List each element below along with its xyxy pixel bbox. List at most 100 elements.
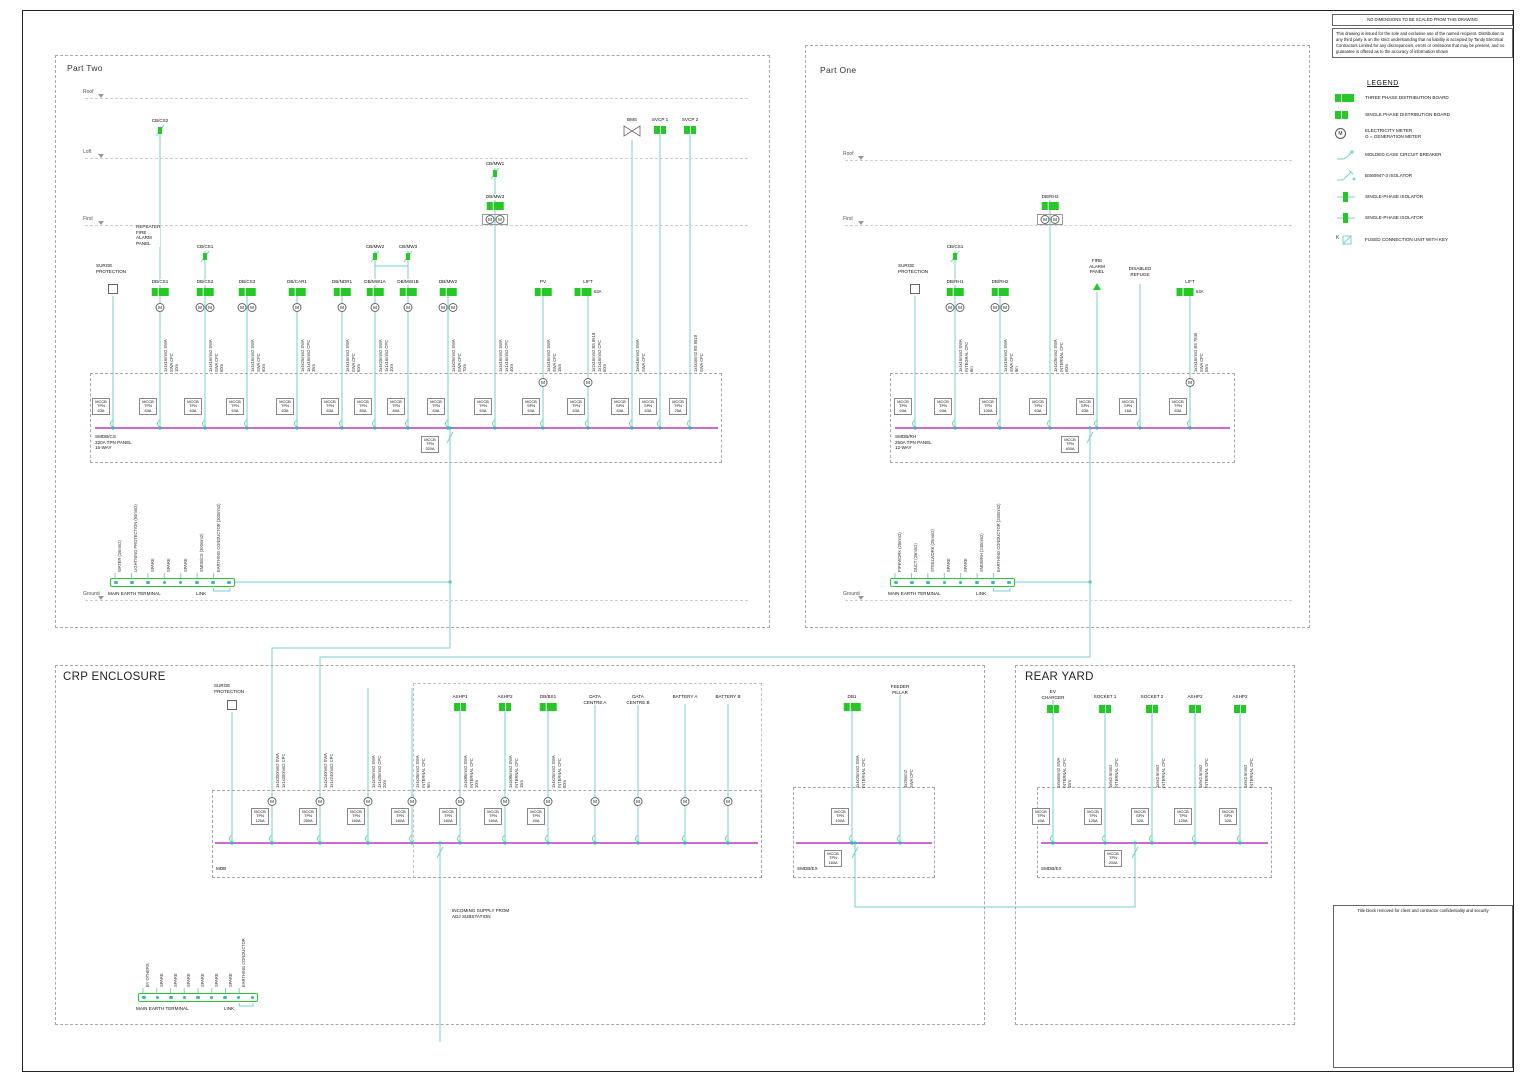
incomer-mccb-label: MCCB TPN 160A [824,850,842,868]
mccb-label: MCCB TPN 80A [387,398,405,416]
feeder-label: DB/MW2 [438,279,458,285]
meter-icon: M [403,303,413,312]
mccb-label: MCCB SPN 63A [1076,398,1094,416]
level-line [85,225,748,226]
legend-item-label: SINGLE-PHASE ISOLATOR [1365,193,1424,199]
earth-tail-label: EARTHING CONDUCTOR (240mm2) [995,503,1001,572]
mccb-label: MCCB TPN 63A [427,398,445,416]
surge-protection-icon [227,700,237,710]
meter-icon: M [455,797,465,806]
mccb-label: MCCB TPN 63A [894,398,912,416]
earth-tail-label: SPARE [962,558,968,572]
legend-title: LEGEND [1367,80,1399,87]
meter-icon: M [337,303,347,312]
meter-icon: M [407,797,417,806]
legend-item-label: THREE PHASE DISTRIBUTION BOARD [1365,95,1449,101]
level-label: Roof [83,89,94,95]
earth-bar [138,993,258,1002]
db-icon-spn [454,703,466,711]
rating-label: 63A [1196,289,1204,295]
cable-label: 1x6x16mm2 SWA SWA CPC [635,339,646,372]
cable-label: 1x5x2.5mm2 INTERNAL CPC [1108,758,1119,788]
cable-label: 1x4x35mm2 SWA INTERNAL CPC 5m [415,755,432,788]
isolator-icon [1335,169,1365,182]
db-icon-spn [1234,705,1246,713]
feeder-label: ASHP1 [452,694,468,700]
mccb-label: MCCB TPN 80A [354,398,372,416]
db-icon-spn [1099,705,1111,713]
no-scale-note: NO DIMENSIONS TO BE SCALED FROM THIS DRA… [1332,14,1513,26]
panel-box [890,373,1235,463]
feeder-label: DB/CS1 [151,279,169,285]
meter-icon: M [945,303,955,312]
feeder-label: SOCKET 2 [1140,694,1164,700]
legend-item: SINGLE-PHASE ISOLATOR [1335,191,1515,203]
level-label: First [83,216,93,222]
earth-tail-label: SPARE [227,973,233,987]
meter-icon: M [292,303,302,312]
db-icon-tpn [439,288,457,296]
mccb-label: MCCB SPN 63A [639,398,657,416]
panel-label: SMDB/RH 250A TPN PANEL 12-WAY [895,434,932,452]
feeder-label: DB/CS2 [196,279,214,285]
disclaimer-text: This drawing is issued for the sole and … [1336,31,1505,54]
section-title-crp-enclosure: CRP ENCLOSURE [63,671,166,683]
mccb-label: MCCB TPN 160A [484,808,502,826]
feeder-label: BATTERY B [715,694,741,700]
cable-label: 1x4x16mm2 SWA SWA CPC 10m [163,339,180,372]
cable-label: 1x4x95mm2 SWA INTERNAL CPC 15m [508,755,525,788]
earth-tail-label: SPARE [172,973,178,987]
cable-label: 2x4x25mm2 SWA 1x1x16mm2 CPC 10m [378,339,395,372]
earth-tail-label: SMDB/RH (240mm2) [979,533,985,572]
earth-terminal-label: MAIN EARTH TERMINAL [108,591,161,597]
level-datum-icon [98,94,104,98]
section-part-one [805,45,1310,628]
cable-label: 1x4x16mm2 SWA INTEGRAL CPC 8m [958,339,975,372]
earth-terminal-label: MAIN EARTH TERMINAL [888,591,941,597]
meter-icon: M [363,797,373,806]
feeder-label: DB/NDR1 [331,279,353,285]
surge-protection-icon [108,284,118,294]
mccb-label: MCCB SPN 63A [522,398,540,416]
mccb-label: MCCB TPN 160A [391,808,409,826]
meter-box [1037,214,1063,225]
mccb-label: MCCB TPN 63A [92,398,110,416]
mccb-label: MCCB TPN 63A [276,398,294,416]
mccb-label: MCCB SPN 32A [1219,808,1237,826]
section-title-part-one: Part One [820,65,857,75]
cable-label: 1x4x25mm2 SWA INTERNAL CPC 80m [551,755,568,788]
feeder-label: SVCP 2 [681,117,699,123]
mccb-label: MCCB TPN 63A [1169,398,1187,416]
feeder-label: DATA CENTRE A [583,694,607,706]
db-icon-tpn [1041,202,1059,210]
earth-bar [110,578,235,587]
panel-box [793,787,935,878]
meter-icon: M [438,303,448,312]
earth-tail-label: SPARE [149,558,155,572]
mccb-label: MCCB SPN 63A [611,398,629,416]
drawing-frame [22,10,1514,1072]
level-label: Ground [843,591,860,597]
earth-tail-label: SPARE [182,558,188,572]
cable-label: 1x5x6mm2 SWA INTERNAL CPC 15m [1056,757,1073,788]
cable-label: 1x4x16mm2 SWA SWA CPC 15m [546,339,563,372]
db-icon-tpn [366,288,384,296]
db-icon-tpn [196,288,214,296]
db-icon-tpn [946,288,964,296]
mccb-label: MCCB SPN 16A [1119,398,1137,416]
feeder-label: ASHP2 [1187,694,1203,700]
earth-tail-label: SPARE [166,558,172,572]
title-block-text: Title block removed for client and contr… [1357,908,1489,913]
meter-icon: M [955,303,965,312]
earth-tail-label: EARTHING CONDUCTOR (300mm2) [215,503,221,572]
feeder-label: LIFT [583,279,593,285]
earth-tail-label: EARTHING CONDUCTOR [241,938,247,987]
mccb-label: MCCB TPN 160A [347,808,365,826]
level-line [845,225,1292,226]
mccb-label: MCCB TPN 125A [1084,808,1102,826]
earth-tail-label: SPARE [946,558,952,572]
feeder-label: DB/RH3 [1041,194,1059,200]
meter-icon: M [1040,215,1050,224]
static-label: REPEATER FIRE ALARM PANEL [136,224,161,247]
